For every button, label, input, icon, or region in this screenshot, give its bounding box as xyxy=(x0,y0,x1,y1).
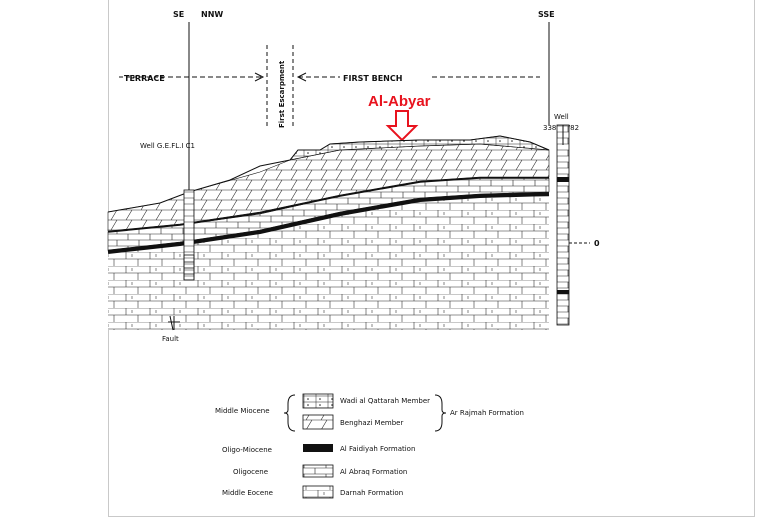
zone-first-escarpment: First Escarpment xyxy=(278,60,286,128)
well-left-lower xyxy=(183,254,195,281)
label-nnw: NNW xyxy=(201,10,223,19)
legend-brace-right xyxy=(434,394,447,432)
legend-unit-4: Al Abraq Formation xyxy=(340,468,407,476)
legend-age-5: Middle Eocene xyxy=(222,489,273,497)
well-left-column xyxy=(183,189,195,281)
legend: Middle Miocene Wadi al Qattarah Member B… xyxy=(215,393,524,499)
legend-age-1: Middle Miocene xyxy=(215,407,270,415)
ground-surface xyxy=(107,135,550,213)
label-se: SE xyxy=(173,10,184,19)
legend-group-label: Ar Rajmah Formation xyxy=(450,409,524,417)
legend-swatch-benghazi xyxy=(302,414,334,430)
legend-swatch-abraq xyxy=(302,464,334,478)
darnah-layer xyxy=(108,192,549,330)
legend-age-4: Oligocene xyxy=(233,468,268,476)
well-right-column xyxy=(556,124,570,326)
well-left-label: Well G.E.FL.I C1 xyxy=(140,142,195,150)
legend-brace-left xyxy=(283,394,296,432)
legend-swatch-darnah xyxy=(302,485,334,499)
zone-first-bench: FIRST BENCH xyxy=(343,74,402,83)
legend-unit-1: Wadi al Qattarah Member xyxy=(340,397,430,405)
terrace-arrowhead xyxy=(254,72,265,82)
legend-unit-5: Darnah Formation xyxy=(340,489,403,497)
well-right-label-1: Well xyxy=(554,113,569,121)
label-sse: SSE xyxy=(538,10,555,19)
zone-terrace: TERRACE xyxy=(124,74,165,83)
well-right-band-1 xyxy=(557,177,569,182)
well-left-ticks xyxy=(184,261,194,275)
legend-swatch-qattarah xyxy=(302,393,334,409)
well-right-band-2 xyxy=(557,290,569,294)
fault-icon xyxy=(168,315,180,331)
faidiyah-band-lower xyxy=(107,192,550,254)
legend-age-3: Oligo-Miocene xyxy=(222,446,272,454)
datum-label: 0 xyxy=(594,239,600,248)
legend-swatch-faidiyah xyxy=(303,444,333,452)
fault-label: Fault xyxy=(162,335,179,343)
legend-unit-3: Al Faidiyah Formation xyxy=(340,445,415,453)
legend-unit-2: Benghazi Member xyxy=(340,419,403,427)
highlight-arrow-icon xyxy=(385,110,419,142)
highlight-label: Al-Abyar xyxy=(368,93,431,110)
